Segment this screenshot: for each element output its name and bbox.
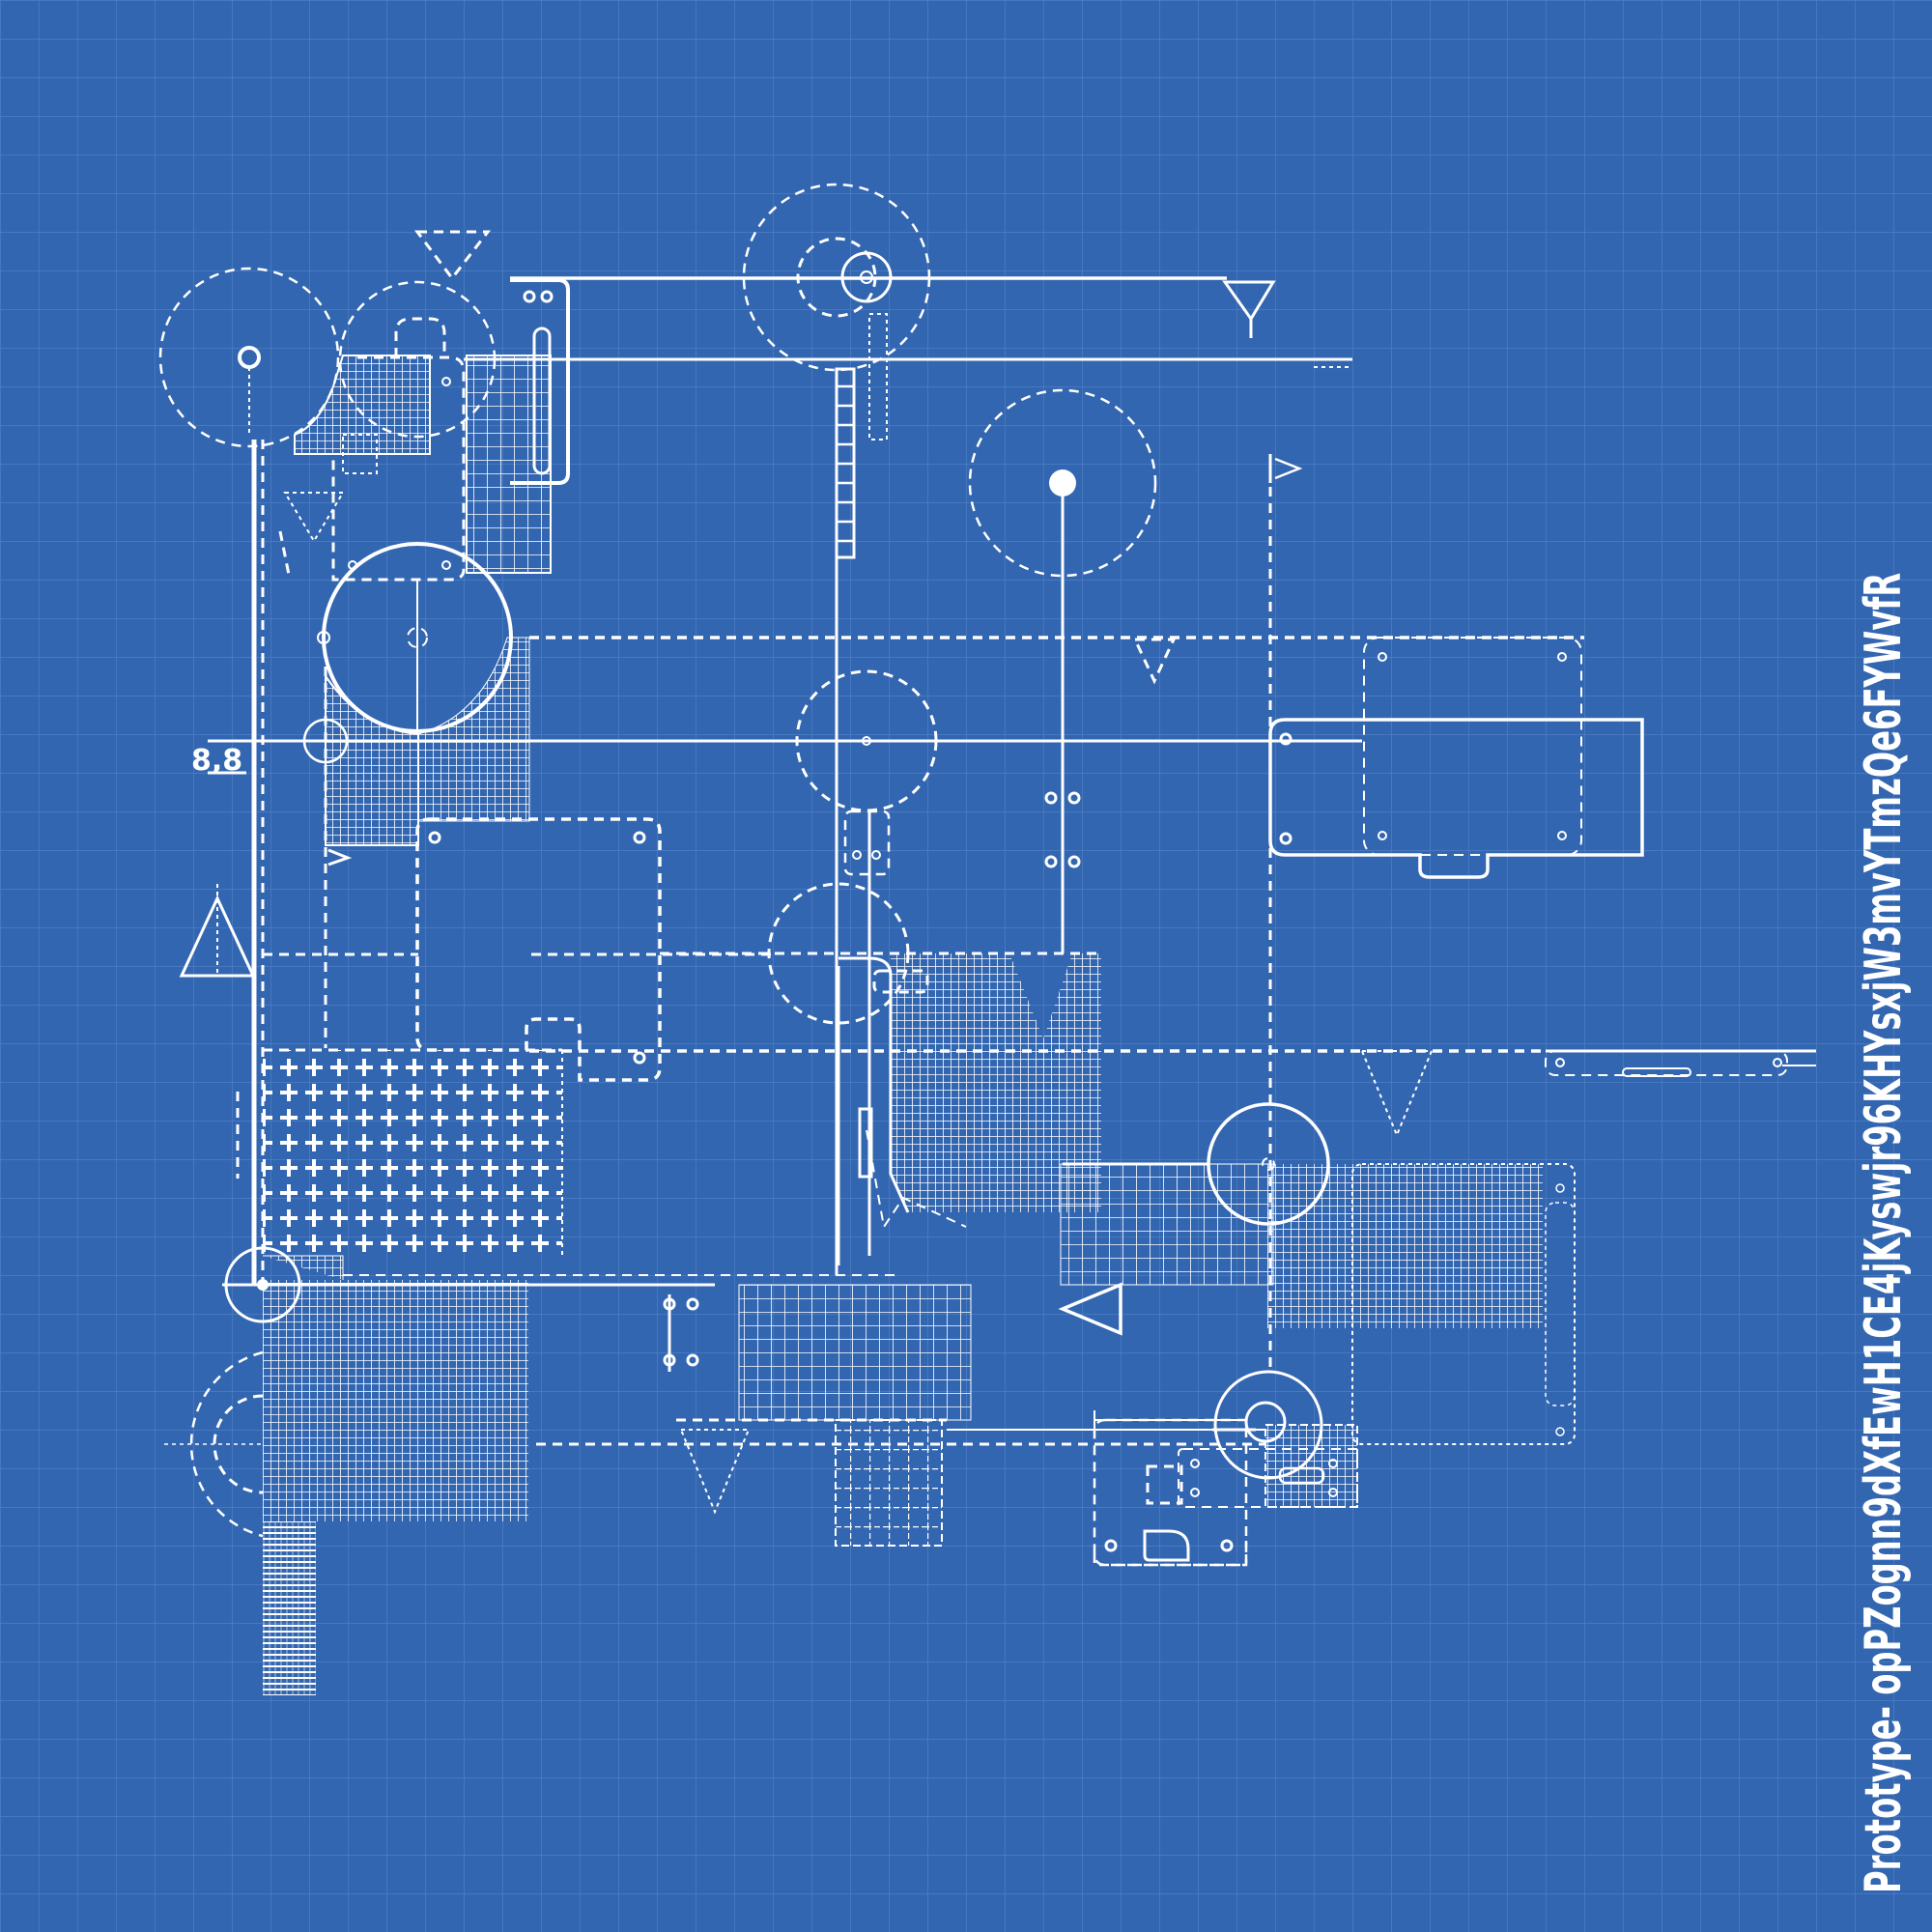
dashed-circle-dot [968,388,1157,578]
hatched-notched-block [891,953,1101,1212]
middle-row [529,636,1816,1445]
rounded-panel-left [415,817,662,1082]
hatched-panel-top [466,355,552,574]
barcode-column [263,1521,316,1695]
triangle-left [179,895,256,978]
prototype-caption: Prototype- opPZognn9dXfEwH1CE4jKyswjr96K… [1855,572,1913,1894]
bottom-row [536,1370,1358,1567]
grid-area-center [738,1284,972,1421]
left-column: 8,8 [158,230,1362,1695]
hatched-block-right [1267,1164,1543,1328]
triangle-pointer [1058,1282,1122,1336]
rounded-panel-right [1363,637,1582,856]
plus-grid-block [263,1050,562,1258]
triangle-top [414,230,492,281]
coarse-grid-block [835,1419,943,1547]
hatched-block-lower-left [263,1280,528,1521]
dashed-circle-top-left [158,267,340,448]
dashed-circle-center [795,669,938,812]
